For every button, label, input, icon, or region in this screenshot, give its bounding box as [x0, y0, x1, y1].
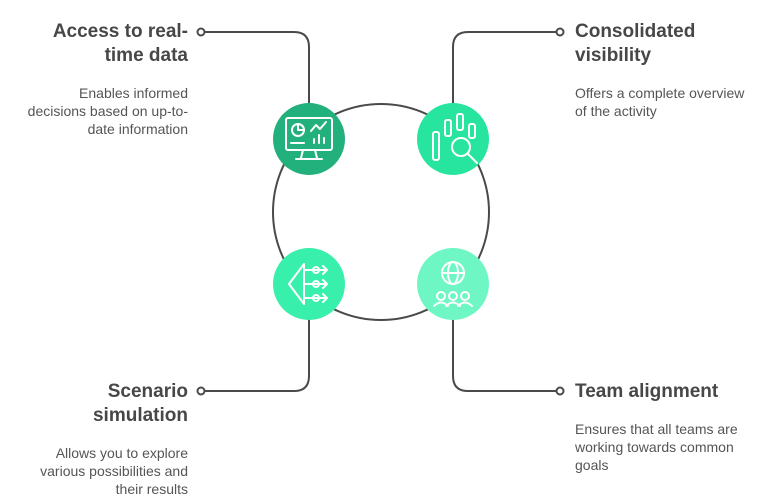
item-real-time-data: Access to real-time data Enables informe…	[20, 20, 188, 138]
item-team-alignment: Team alignment Ensures that all teams ar…	[575, 380, 750, 474]
item-consolidated-visibility: Consolidated visibility Offers a complet…	[575, 20, 750, 120]
connector-bottom-right	[452, 318, 565, 396]
item-title: Consolidated visibility	[575, 21, 696, 66]
item-description: Enables informed decisions based on up-t…	[27, 85, 188, 137]
central-ring	[272, 103, 490, 321]
connector-bottom-left	[196, 318, 310, 396]
connector-top-left	[196, 27, 310, 105]
monitor-dashboard-icon	[273, 103, 345, 175]
item-title: Team alignment	[575, 381, 719, 402]
globe-team-icon	[417, 248, 489, 320]
item-description: Offers a complete overview of the activi…	[575, 85, 745, 119]
item-scenario-simulation: Scenario simulation Allows you to explor…	[20, 380, 188, 498]
item-title: Scenario simulation	[92, 381, 188, 426]
bar-chart-magnifier-icon	[417, 103, 489, 175]
item-description: Ensures that all teams are working towar…	[575, 421, 738, 473]
branching-arrows-icon	[273, 248, 345, 320]
connector-top-right	[452, 27, 565, 105]
item-title: Access to real-time data	[52, 21, 188, 66]
item-description: Allows you to explore various possibilit…	[40, 445, 188, 497]
